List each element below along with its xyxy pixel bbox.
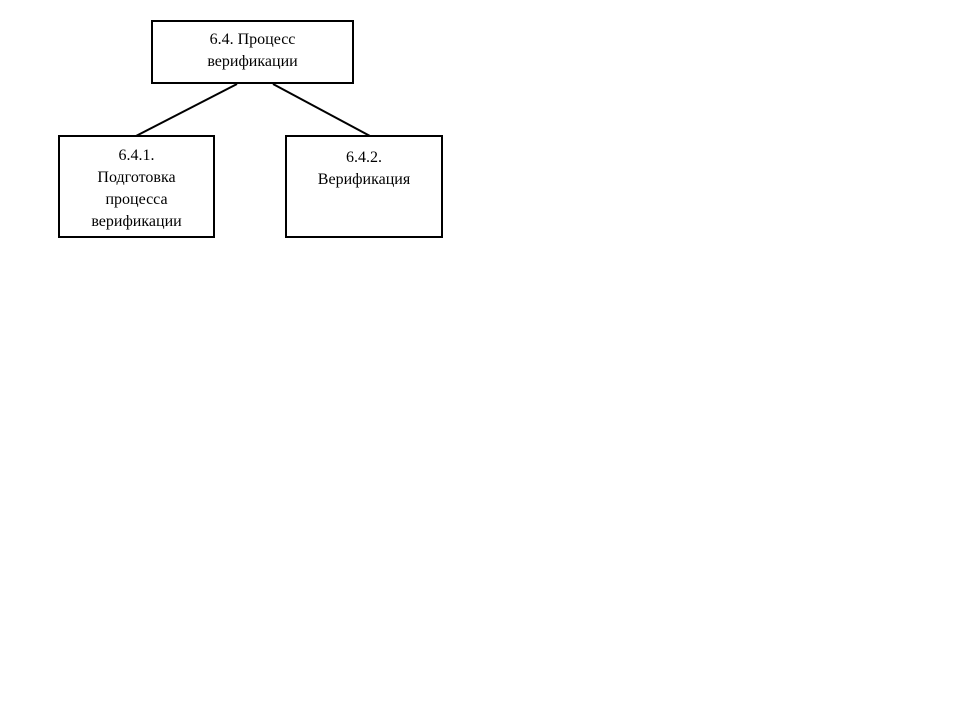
node-text-line: Подготовка xyxy=(97,169,176,186)
node-verification-process: 6.4. Процесс верификации xyxy=(151,20,354,84)
node-verification: 6.4.2. Верификация xyxy=(285,135,443,238)
node-text-line: верификации xyxy=(207,53,298,70)
node-text-line: Верификация xyxy=(317,171,411,188)
node-text-line: 6.4.2. xyxy=(346,149,382,166)
connector-root-to-verification xyxy=(272,83,371,137)
connector-root-to-prep xyxy=(135,83,238,137)
node-verification-preparation: 6.4.1. Подготовка процесса верификации xyxy=(58,135,215,238)
node-text-line: 6.4. Процесс xyxy=(209,31,296,48)
node-text-line: 6.4.1. xyxy=(118,147,155,164)
node-text-line: процесса xyxy=(105,191,168,208)
node-text-line: верификации xyxy=(91,213,182,230)
